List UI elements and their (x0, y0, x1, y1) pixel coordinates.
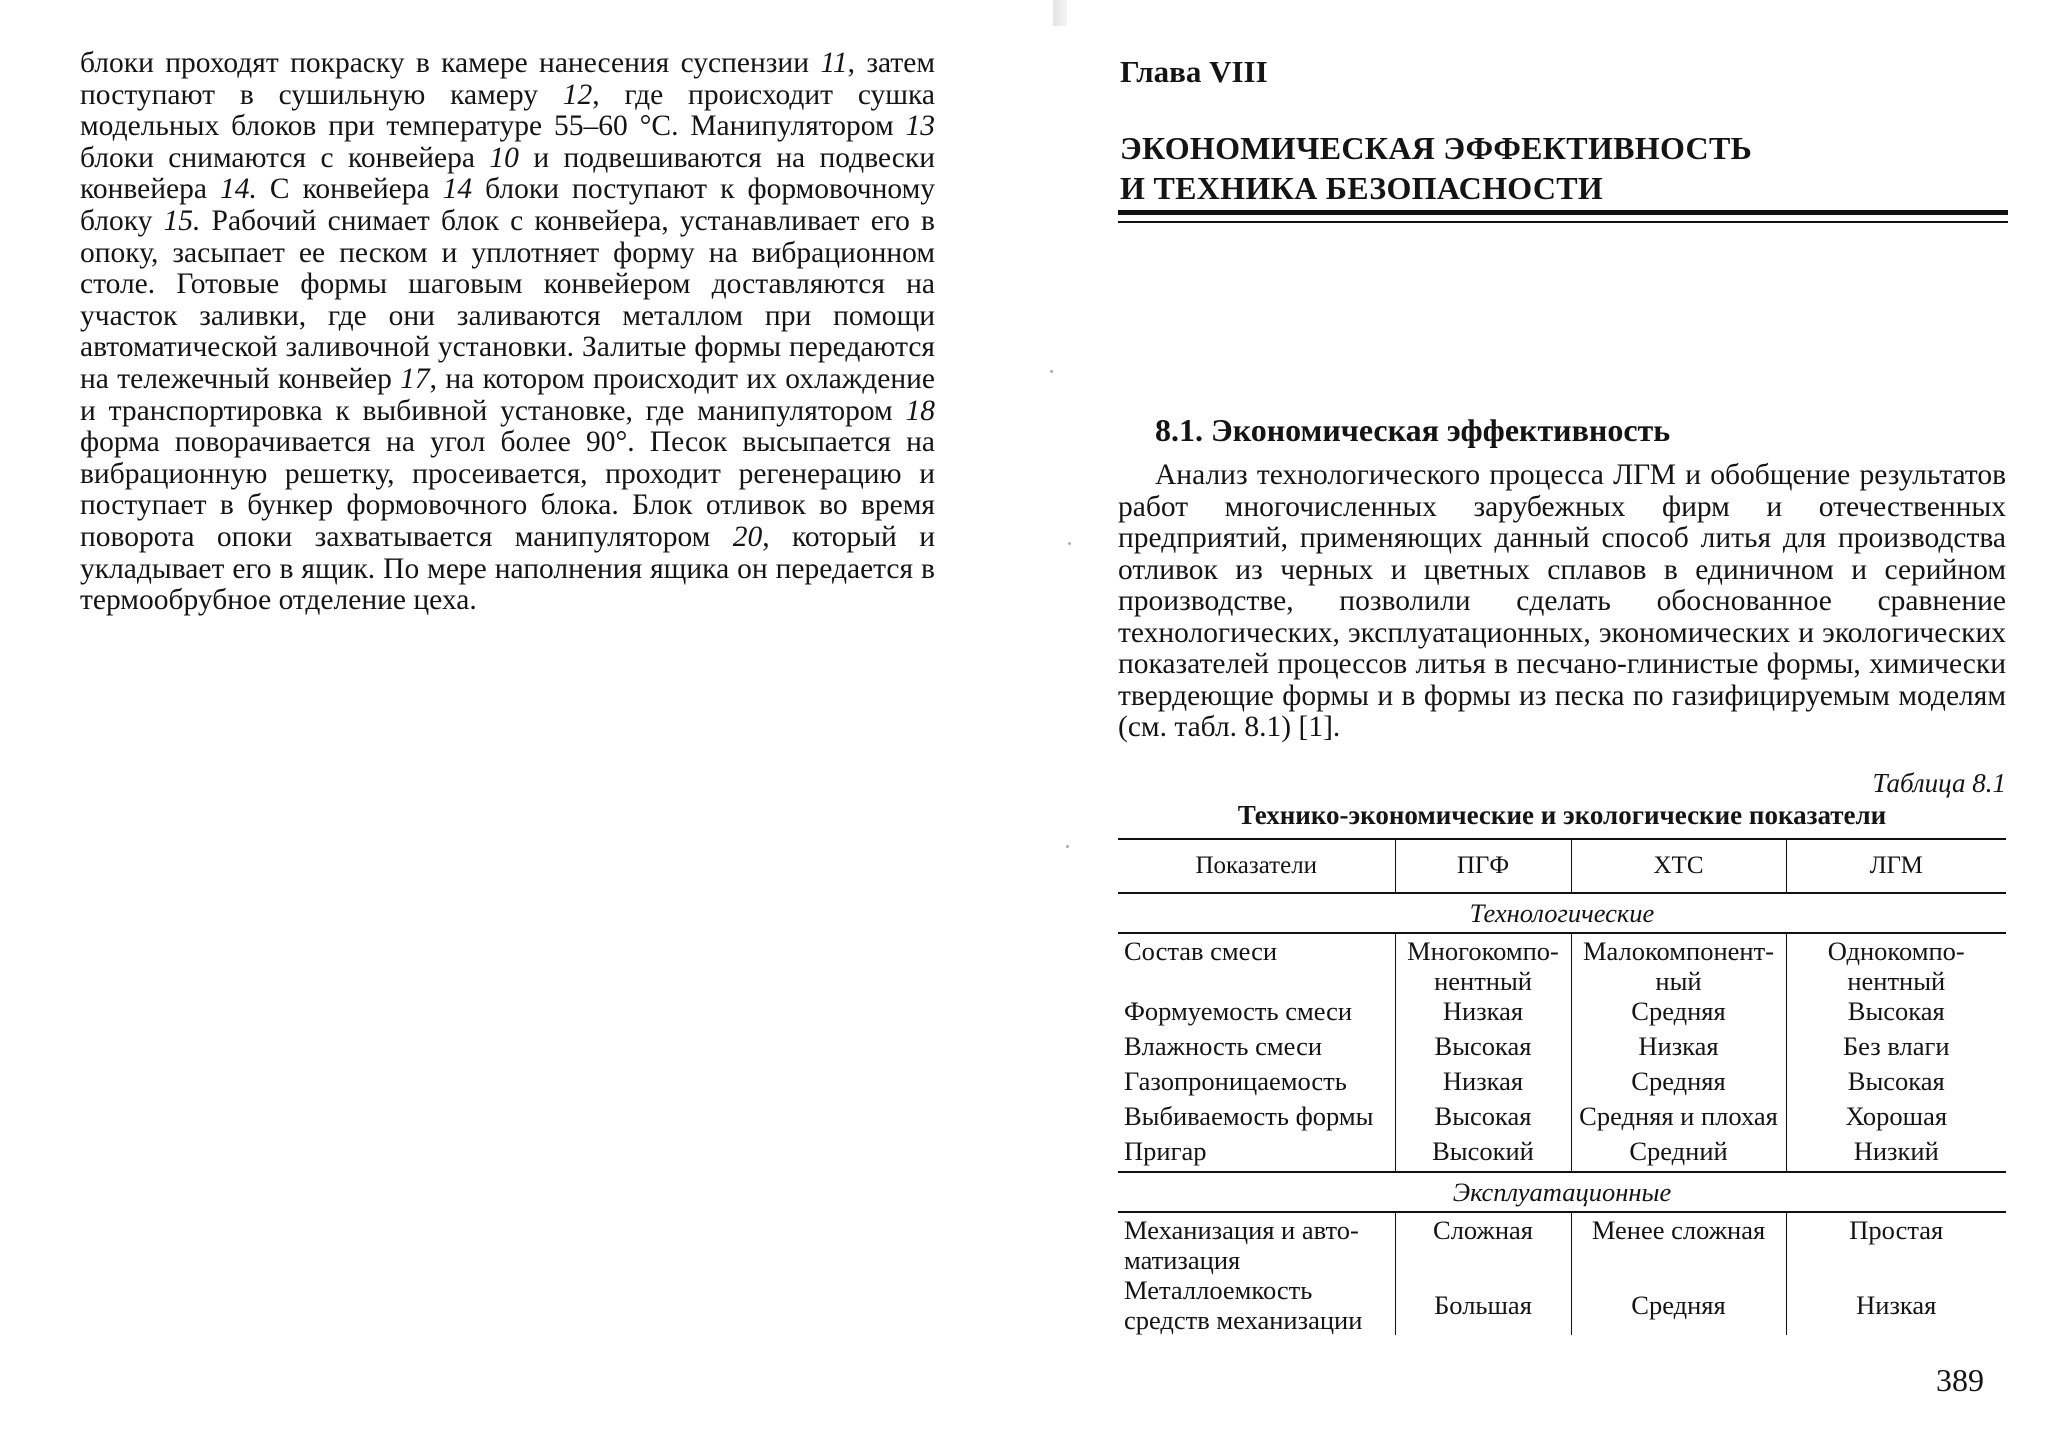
table-row: Влажность смеси Высокая Низкая Без влаги (1118, 1031, 2006, 1066)
table-cell: Высокая (1394, 1101, 1571, 1136)
section-paragraph: Анализ технологического процесса ЛГМ и о… (1118, 459, 2006, 743)
figure-reference-number: 17 (400, 362, 430, 395)
table-cell: Средняя (1570, 1066, 1786, 1101)
text-run: блоки снимаются с конвейера (80, 141, 490, 174)
figure-reference-number: 11 (820, 47, 848, 79)
text-run: , на котором происходит их охлаждение и … (80, 362, 935, 427)
chapter-title: ЭКОНОМИЧЕСКАЯ ЭФФЕКТИВНОСТЬ И ТЕХНИКА БЕ… (1120, 128, 2000, 208)
table-row: Газопроницаемость Низкая Средняя Высокая (1118, 1066, 2006, 1101)
table-row: Пригар Высокий Средний Низкий (1118, 1136, 2006, 1173)
figure-reference-number: 12 (562, 78, 593, 111)
section-body: Анализ технологического процесса ЛГМ и о… (1118, 459, 2006, 744)
text-run: , где происходит сушка модельных блоков … (80, 78, 935, 143)
table-cell: Механизация и авто-матизация (1124, 1215, 1359, 1275)
chapter-label: Глава VIII (1120, 54, 1268, 89)
table-cell: Простая (1785, 1212, 2006, 1275)
scan-speck (1068, 542, 1071, 545)
text-run: С конвейера (256, 173, 443, 206)
table-header-cell: ПГФ (1394, 838, 1571, 894)
table-cell: Формуемость смеси (1124, 996, 1353, 1026)
table-row: Выбиваемость формы Высокая Средняя и пло… (1118, 1101, 2006, 1136)
table-row: Состав смеси Многокомпо-нентный Малокомп… (1118, 933, 2006, 996)
chapter-title-line-1: ЭКОНОМИЧЕСКАЯ ЭФФЕКТИВНОСТЬ (1120, 130, 1753, 166)
table-cell: Низкая (1785, 1275, 2006, 1335)
table-cell: Пригар (1118, 1136, 1395, 1173)
table-group-label: Технологические (1118, 893, 2006, 934)
table-cell: Высокая (1394, 1031, 1571, 1066)
table-cell: Газопроницаемость (1124, 1066, 1347, 1096)
figure-reference-number: 20 (732, 520, 763, 553)
figure-reference-number: 14 (442, 173, 473, 206)
text-run: , затем поступают в сушильную камеру (80, 47, 935, 111)
table-header-cell: ХТС (1570, 838, 1786, 894)
table-cell: Средняя и плохая (1570, 1101, 1786, 1136)
figure-reference-number: 18 (905, 394, 936, 427)
table-cell: Низкий (1785, 1136, 2006, 1173)
table-cell: Средняя (1570, 996, 1786, 1031)
table-cell: Однокомпо-нентный (1785, 933, 2006, 996)
table-cell: Хорошая (1785, 1101, 2006, 1136)
text-run: и подвешиваются на подвески конвейера (80, 141, 935, 206)
scan-speck (1050, 370, 1053, 373)
text-run: , который и укладывает его в ящик. По ме… (80, 520, 936, 617)
table-cell: Состав смеси (1124, 936, 1278, 966)
table-group-row: Эксплуатационные (1118, 1172, 2006, 1213)
table-cell: Низкая (1570, 1031, 1786, 1066)
table-cell: Средняя (1570, 1275, 1786, 1335)
table-cell: Менее сложная (1570, 1212, 1786, 1275)
table-header-row: Показатели ПГФ ХТС ЛГМ (1118, 838, 2006, 894)
figure-reference-number: 15. (163, 204, 201, 237)
page-number: 389 (1936, 1362, 1984, 1398)
section-heading: 8.1. Экономическая эффективность (1155, 412, 1671, 448)
figure-reference-number: 13 (905, 110, 936, 143)
text-run: форма поворачивается на угол более 90°. … (80, 426, 935, 553)
chapter-rule-thick (1118, 210, 2008, 215)
scan-speck (1066, 845, 1069, 848)
indicators-table: Показатели ПГФ ХТС ЛГМ Технологические С… (1118, 838, 2006, 1335)
table-cell: Сложная (1394, 1212, 1571, 1275)
figure-reference-number: 14. (219, 173, 257, 206)
left-paragraph: блоки проходят покраску в камере нанесен… (80, 47, 936, 617)
table-header-cell: Показатели (1118, 838, 1395, 894)
text-run: блоки проходят покраску в камере нанесен… (80, 47, 821, 79)
table-group-label: Эксплуатационные (1118, 1172, 2006, 1213)
table-cell: Средний (1570, 1136, 1786, 1173)
table-cell: Влажность смеси (1124, 1031, 1323, 1061)
table-cell: Большая (1394, 1275, 1571, 1335)
table-group-row: Технологические (1118, 893, 2006, 934)
table-row: Механизация и авто-матизация Сложная Мен… (1118, 1212, 2006, 1275)
table-header-cell: ЛГМ (1785, 838, 2006, 894)
figure-reference-number: 10 (489, 141, 519, 174)
table-row: Формуемость смеси Низкая Средняя Высокая (1118, 996, 2006, 1031)
text-run: блоки поступают к формовочному блоку (80, 173, 935, 237)
gutter-scan-mark (1053, 0, 1067, 26)
table-cell: Без влаги (1785, 1031, 2006, 1066)
table-cell: Малокомпонент-ный (1570, 933, 1786, 996)
text-run: Рабочий снимает блок с конвейера, устана… (80, 204, 935, 395)
left-page: блоки проходят покраску в камере нанесен… (80, 47, 936, 617)
left-page-text: блоки проходят покраску в камере нанесен… (80, 47, 936, 617)
right-page: Глава VIII ЭКОНОМИЧЕСКАЯ ЭФФЕКТИВНОСТЬ И… (1030, 0, 2054, 1448)
table-cell: Высокая (1785, 1066, 2006, 1101)
table-cell: Многокомпо-нентный (1394, 933, 1571, 996)
chapter-rule-thin (1118, 221, 2008, 223)
table-cell: Выбиваемость формы (1124, 1101, 1374, 1131)
table-caption: Технико-экономические и экологические по… (1237, 800, 1887, 830)
table-cell: Низкая (1394, 996, 1571, 1031)
table-cell: Низкая (1394, 1066, 1571, 1101)
table-cell: Высокая (1785, 996, 2006, 1031)
table-label: Таблица 8.1 (1872, 768, 2006, 798)
table-cell: Высокий (1394, 1136, 1571, 1173)
chapter-title-line-2: И ТЕХНИКА БЕЗОПАСНОСТИ (1120, 170, 1604, 206)
